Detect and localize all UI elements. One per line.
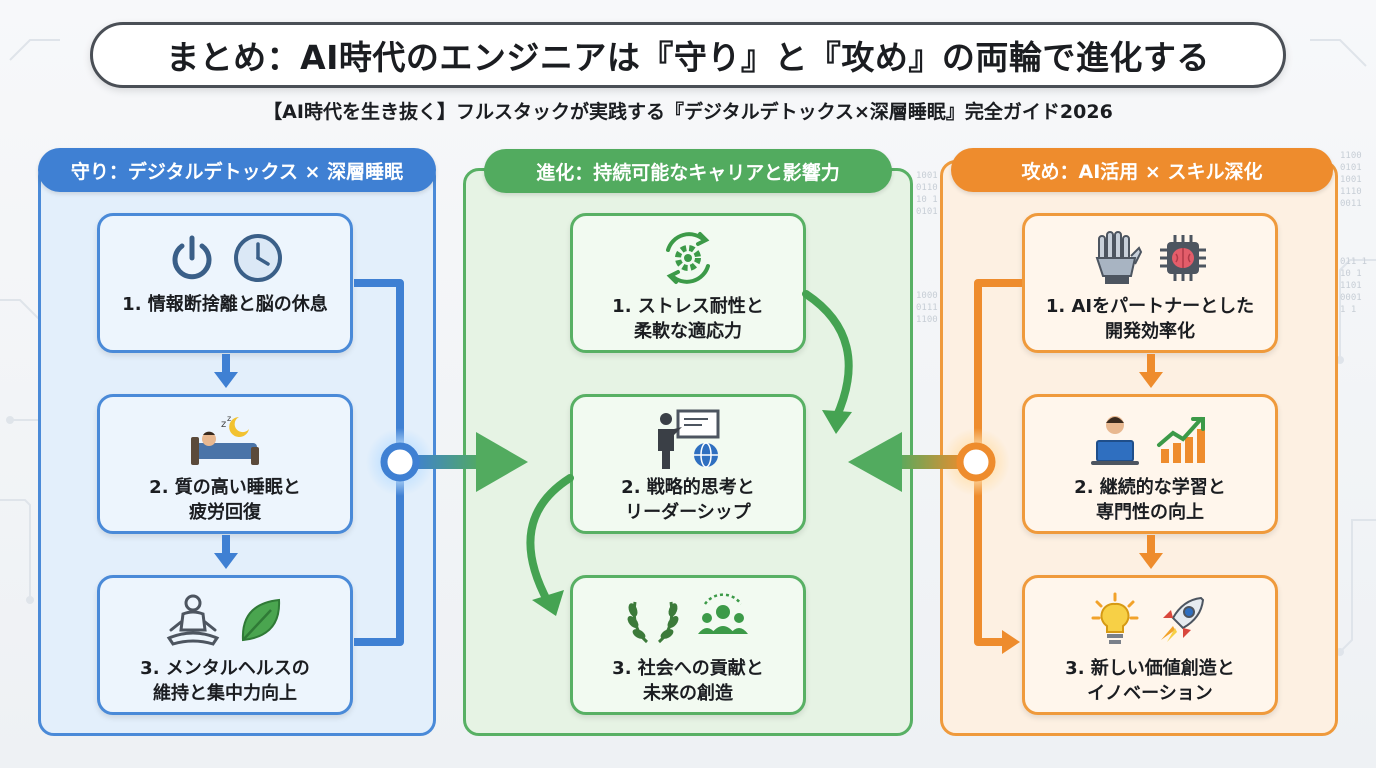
evolve-card-2: 2. 戦略的思考と リーダーシップ [570, 394, 806, 534]
power-icon [172, 235, 212, 280]
leaf-icon [241, 598, 281, 642]
community-icon [698, 593, 748, 634]
card-label: 3. メンタルヘルスの 維持と集中力向上 [140, 658, 310, 704]
attack-card-1: 1. AIをパートナーとした 開発効率化 [1022, 213, 1278, 353]
binary-decoration: 1100 0101 1001 1110 0011 [1340, 151, 1362, 209]
growth-chart-icon [1157, 417, 1205, 463]
evolve-card-1: 1. ストレス耐性と 柔軟な適応力 [570, 213, 806, 353]
binary-decoration: 011 1 10 1 1101 0001 1 1 [1340, 257, 1368, 315]
clock-icon [234, 234, 282, 282]
rocket-icon [1161, 596, 1205, 642]
title-banner: まとめ：AI時代のエンジニアは『守り』と『攻め』の両輪で進化する [90, 22, 1286, 88]
lightbulb-icon [1091, 592, 1139, 644]
evolve-header: 進化：持続可能なキャリアと影響力 [484, 149, 892, 193]
card-label: 1. AIをパートナーとした 開発効率化 [1045, 296, 1255, 342]
presenter-globe-icon [658, 409, 720, 469]
card-label: 3. 社会への貢献と 未来の創造 [612, 658, 764, 704]
attack-card-2: 2. 継続的な学習と 専門性の向上 [1022, 394, 1278, 534]
card-label: 1. 情報断捨離と脳の休息 [122, 294, 328, 315]
sleeping-person-icon: z z [191, 414, 259, 465]
learner-laptop-icon [1091, 416, 1139, 465]
protect-card-3: 3. メンタルヘルスの 維持と集中力向上 [97, 575, 353, 715]
svg-text:z: z [227, 414, 231, 423]
protect-card-1: 1. 情報断捨離と脳の休息 [97, 213, 353, 353]
svg-text:z: z [221, 419, 226, 430]
gear-cycle-icon [666, 232, 710, 284]
card-label: 1. ストレス耐性と 柔軟な適応力 [612, 296, 764, 342]
binary-decoration: 1000 0111 1100 [916, 291, 938, 325]
page-subtitle: 【AI時代を生き抜く】フルスタックが実践する『デジタルデトックス×深層睡眠』完全… [263, 101, 1113, 123]
card-label: 2. 戦略的思考と リーダーシップ [621, 477, 755, 523]
meditation-icon [166, 594, 220, 646]
protect-header: 守り：デジタルデトックス × 深層睡眠 [38, 148, 436, 192]
card-label: 2. 質の高い睡眠と 疲労回復 [149, 477, 301, 523]
attack-header: 攻め：AI活用 × スキル深化 [951, 148, 1333, 192]
evolve-card-3: 3. 社会への貢献と 未来の創造 [570, 575, 806, 715]
card-label: 3. 新しい価値創造と イノベーション [1065, 658, 1235, 704]
laurel-icon [627, 601, 679, 644]
ai-chip-icon [1160, 235, 1206, 281]
card-label: 2. 継続的な学習と 専門性の向上 [1074, 477, 1226, 523]
protect-card-2: z z 2. 質の高い睡眠と 疲労回復 [97, 394, 353, 534]
page-title: まとめ：AI時代のエンジニアは『守り』と『攻め』の両輪で進化する [166, 38, 1210, 77]
binary-decoration: 1001 0110 10 1 0101 [916, 171, 938, 217]
attack-card-3: 3. 新しい価値創造と イノベーション [1022, 575, 1278, 715]
robot-hand-icon [1095, 231, 1143, 284]
